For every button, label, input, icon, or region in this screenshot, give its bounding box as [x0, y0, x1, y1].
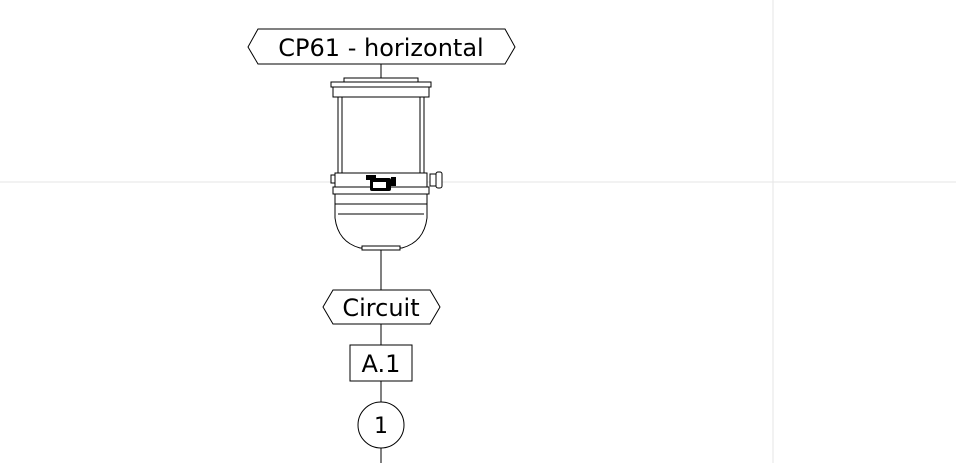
fixture-label-text: CP61 - horizontal [278, 34, 483, 62]
circuit-label-tag[interactable]: Circuit [322, 289, 441, 325]
fixture-label-tag[interactable]: CP61 - horizontal [247, 28, 516, 65]
circuit-id-text: A.1 [362, 350, 401, 378]
unit-number-text: 1 [374, 414, 388, 439]
circuit-label-text: Circuit [342, 294, 419, 322]
unit-number-circle[interactable]: 1 [357, 401, 405, 449]
fresnel-lantern-icon[interactable] [330, 77, 443, 251]
circuit-id-box[interactable]: A.1 [349, 344, 413, 382]
